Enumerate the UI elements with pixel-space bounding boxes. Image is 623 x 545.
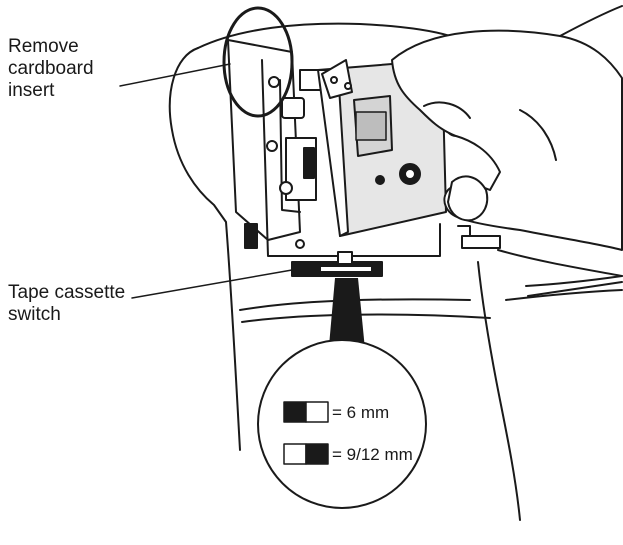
tape-switch-label: Tape cassette switch <box>8 282 125 326</box>
screw-bottom <box>279 181 293 195</box>
legend-9-12mm: = 9/12 mm <box>332 445 413 464</box>
latch <box>281 97 305 119</box>
insert-highlight-circle <box>222 6 294 118</box>
tape-exit <box>461 235 501 249</box>
finger-lower <box>525 275 623 287</box>
legend-6mm: = 6 mm <box>332 403 389 422</box>
remove-insert-label: Remove cardboard insert <box>8 36 94 102</box>
remove-insert-line-3: insert <box>8 80 55 101</box>
spool-hub-center <box>404 168 416 180</box>
cassette-hole-left <box>330 76 338 84</box>
rivet <box>295 239 305 249</box>
device-body <box>168 47 241 451</box>
finger <box>497 249 623 277</box>
tape-switch-line-1: Tape cassette <box>8 282 126 303</box>
tape-switch-leader <box>131 269 293 299</box>
device-body-right <box>477 261 521 521</box>
cassette-notch <box>355 111 387 141</box>
side-slot <box>244 223 258 249</box>
hand-knuckle <box>423 101 471 119</box>
switch-slider <box>319 265 373 273</box>
device-lower-curve <box>241 313 491 323</box>
screw-middle <box>266 140 278 152</box>
magnifier-circle <box>257 339 427 509</box>
screw-top <box>268 76 280 88</box>
finger-crease <box>527 281 623 297</box>
switch-contact <box>337 251 353 265</box>
wrist <box>559 5 623 37</box>
compartment-wall <box>279 79 301 213</box>
remove-insert-leader <box>119 63 231 87</box>
tape-switch-line-2: switch <box>8 304 61 325</box>
switch-6mm-swatch-dark <box>283 401 307 423</box>
thumb <box>447 175 489 222</box>
finger-tip <box>505 289 623 301</box>
compartment-frame <box>261 59 441 257</box>
tape-exit-guide <box>457 225 471 237</box>
print-head-slot <box>303 147 315 179</box>
cassette-hole-right <box>344 82 352 90</box>
spool-small <box>375 175 385 185</box>
switch-912mm-swatch-dark <box>305 443 329 465</box>
switch-6mm-swatch-light <box>305 401 329 423</box>
remove-insert-line-1: Remove <box>8 36 79 57</box>
switch-912mm-swatch-light <box>283 443 307 465</box>
hand-palm <box>519 109 557 161</box>
remove-insert-line-2: cardboard <box>8 58 94 79</box>
device-top-edge <box>197 22 451 49</box>
